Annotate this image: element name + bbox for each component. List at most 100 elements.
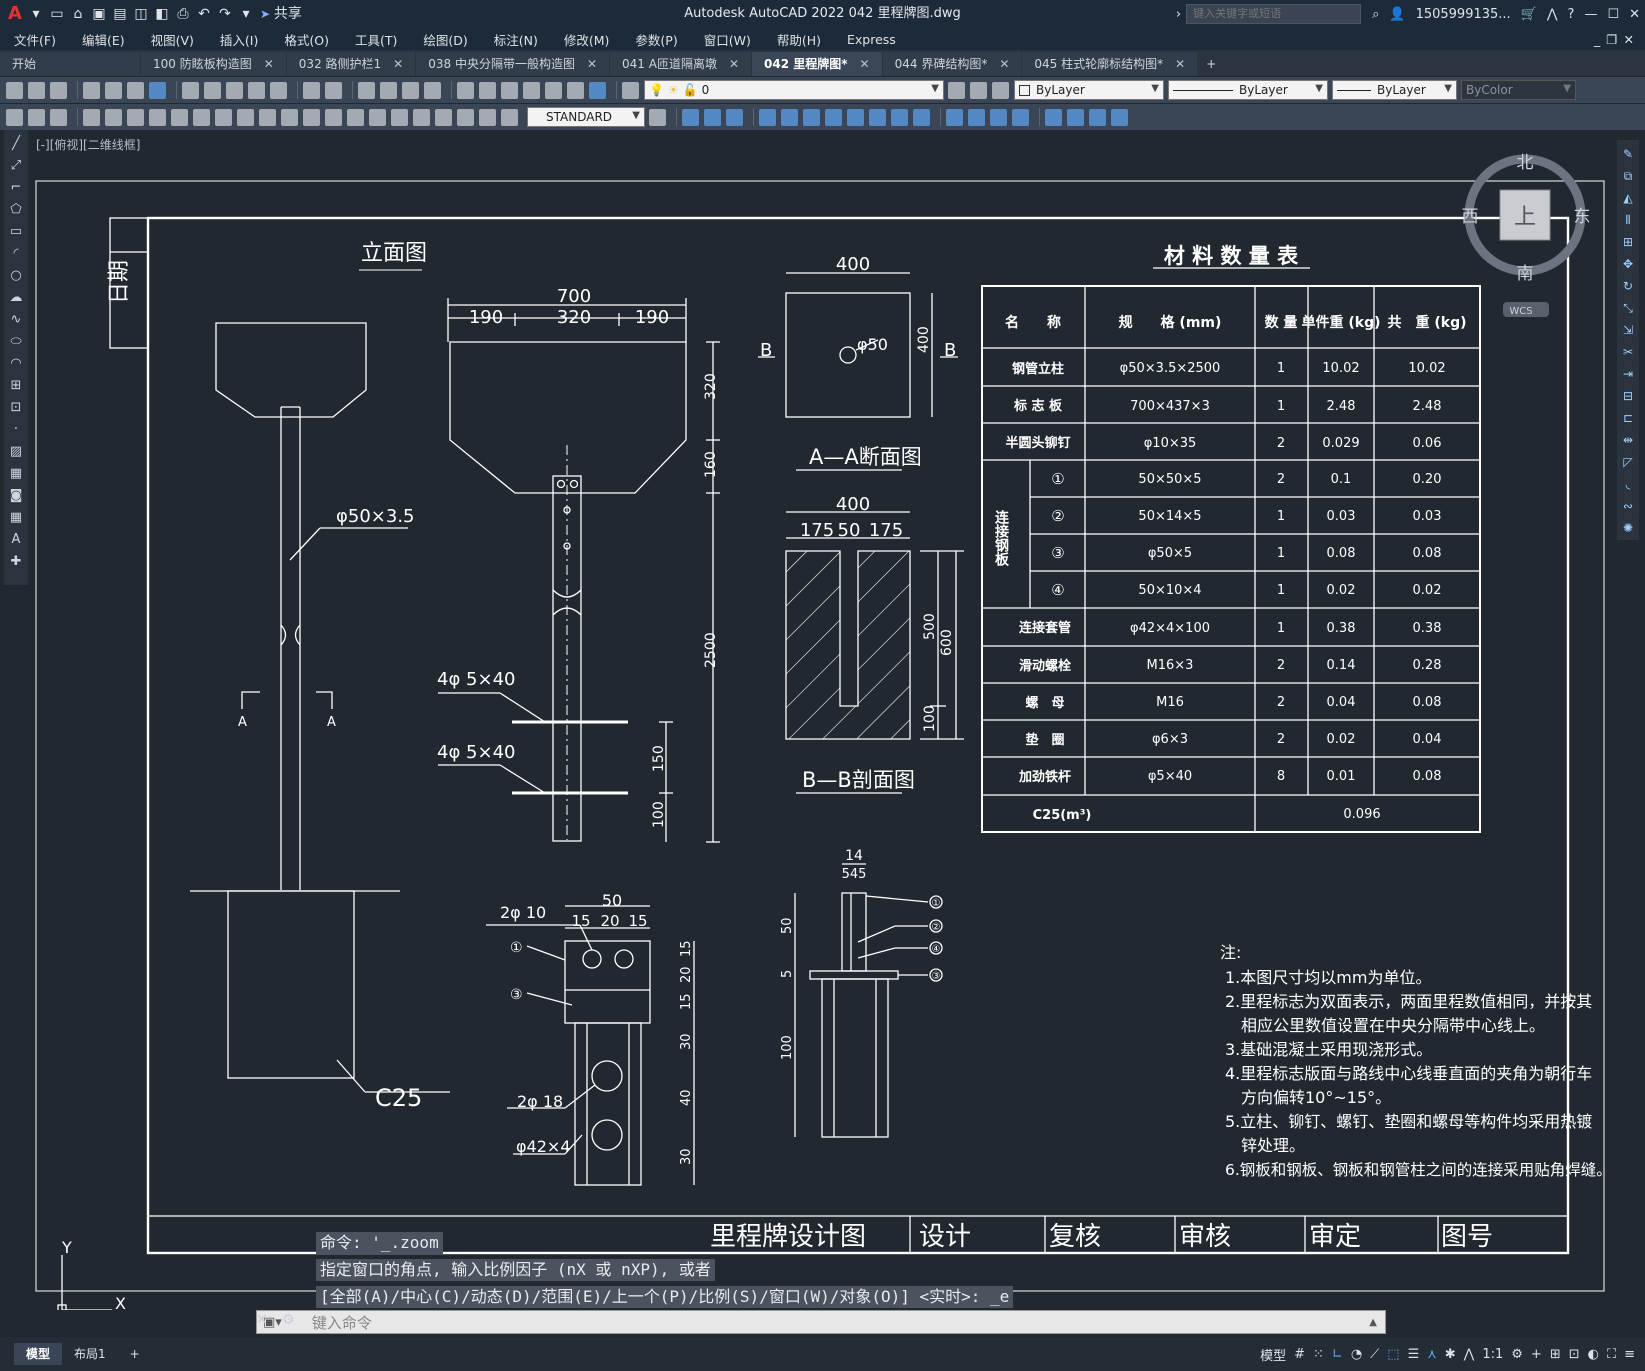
pan-icon[interactable] xyxy=(358,81,375,99)
tab-start[interactable]: 开始 xyxy=(0,52,140,76)
isodraft-icon[interactable]: ⟋ xyxy=(1370,1346,1380,1362)
tab-100[interactable]: 100 防眩板构造图✕ xyxy=(141,52,286,76)
mirror-icon[interactable]: ◭ xyxy=(1623,191,1633,205)
tolerance-icon[interactable] xyxy=(369,108,386,126)
dim-diameter-icon[interactable] xyxy=(215,108,232,126)
close-icon[interactable]: ✕ xyxy=(1629,6,1640,22)
tab-close-icon[interactable]: ✕ xyxy=(999,57,1010,71)
redo-icon[interactable]: ↷ xyxy=(219,6,231,22)
tab-044[interactable]: 044 界碑结构图*✕ xyxy=(882,52,1022,76)
properties-icon[interactable] xyxy=(457,81,474,99)
dim-space-icon[interactable] xyxy=(325,108,342,126)
arc-icon[interactable]: ◜ xyxy=(13,246,19,261)
model-space-label[interactable]: 模型 xyxy=(1260,1348,1287,1364)
dim-jogged-icon[interactable] xyxy=(193,108,210,126)
table-icon[interactable]: ▦ xyxy=(9,510,23,525)
tab-045[interactable]: 045 柱式轮廓标结构图*✕ xyxy=(1022,52,1198,76)
erase-icon[interactable]: ✎ xyxy=(1622,147,1634,161)
viewport-poly-icon[interactable] xyxy=(1089,108,1106,126)
construction-line-icon[interactable]: ⤢ xyxy=(10,158,22,173)
tab-041[interactable]: 041 A匝道隔离墩✕ xyxy=(610,52,752,76)
polar-icon[interactable]: ◔ xyxy=(1350,1346,1363,1362)
break-icon[interactable]: ⊏ xyxy=(1622,411,1634,425)
sheet-set-icon[interactable] xyxy=(523,81,540,99)
menu-express[interactable]: Express xyxy=(846,31,896,47)
menu-format[interactable]: 格式(O) xyxy=(284,32,329,48)
block-editor-icon[interactable] xyxy=(270,81,287,99)
isolate-icon[interactable]: ◐ xyxy=(1587,1346,1599,1362)
rectangle-icon[interactable]: ▭ xyxy=(9,224,23,239)
auto-scale-icon[interactable]: ✱ xyxy=(1444,1346,1456,1362)
menu-tools[interactable]: 工具(T) xyxy=(354,32,398,48)
dim-angular-icon[interactable] xyxy=(237,108,254,126)
ucs-origin-icon[interactable] xyxy=(891,108,908,126)
explode-icon[interactable]: ✺ xyxy=(1622,521,1634,535)
user-name[interactable]: 1505999135... xyxy=(1415,6,1511,22)
open-web-icon[interactable]: ◫ xyxy=(134,6,148,22)
add-selected-icon[interactable]: ✚ xyxy=(10,554,22,569)
autocad-logo[interactable]: A xyxy=(8,3,22,24)
menu-parametric[interactable]: 参数(P) xyxy=(635,32,678,48)
cut-icon[interactable] xyxy=(182,81,199,99)
redo-icon[interactable] xyxy=(325,81,342,99)
saveas-icon[interactable]: ▤ xyxy=(113,6,127,22)
command-close-icon[interactable]: ✕ xyxy=(256,1312,268,1328)
inspection-icon[interactable] xyxy=(413,108,430,126)
layer-current-icon[interactable] xyxy=(948,81,965,99)
tool-palette-icon[interactable] xyxy=(501,81,518,99)
ucs-world-icon[interactable] xyxy=(781,108,798,126)
center-mark-icon[interactable] xyxy=(391,108,408,126)
tab-038[interactable]: 038 中央分隔带一般构造图✕ xyxy=(416,52,610,76)
annotation-scale-icon[interactable]: ⋀ xyxy=(1463,1346,1475,1362)
units-icon[interactable]: ⊞ xyxy=(1549,1346,1561,1362)
chamfer-icon[interactable]: ◸ xyxy=(1623,455,1633,469)
menu-insert[interactable]: 插入(I) xyxy=(219,32,259,48)
join-icon[interactable]: ⇹ xyxy=(1622,433,1634,447)
line-icon[interactable]: ╱ xyxy=(12,136,20,151)
publish-icon[interactable] xyxy=(127,81,144,99)
menu-draw[interactable]: 绘图(D) xyxy=(423,32,468,48)
quick-dim-icon[interactable] xyxy=(259,108,276,126)
wrench-icon[interactable]: ⚙ xyxy=(282,1312,295,1328)
search-input[interactable] xyxy=(1186,4,1362,24)
minimize-icon[interactable]: — xyxy=(1584,6,1598,22)
hardware-accel-icon[interactable]: ⊡ xyxy=(1568,1346,1580,1362)
insert-block-icon[interactable]: ⊞ xyxy=(10,378,22,393)
snap-icon[interactable]: ⁙ xyxy=(1313,1346,1324,1362)
dim-radius-icon[interactable] xyxy=(171,108,188,126)
gear-icon[interactable]: ⚙ xyxy=(1511,1346,1523,1362)
copy-icon[interactable] xyxy=(204,81,221,99)
plus-icon[interactable]: + xyxy=(1530,1346,1542,1362)
rotate-icon[interactable]: ↻ xyxy=(1622,279,1634,293)
dim-style-icon[interactable] xyxy=(649,108,666,126)
new-tab-button[interactable]: + xyxy=(1206,57,1217,71)
ucs-icon[interactable] xyxy=(759,108,776,126)
layer-combo[interactable]: 💡☀🔓0▼ xyxy=(644,80,944,100)
viewcube[interactable]: 上 北 南 东 西 WCS xyxy=(1462,153,1591,317)
blend-icon[interactable]: ∾ xyxy=(1622,499,1634,513)
realistic-icon[interactable] xyxy=(990,108,1007,126)
ucs-zaxis-icon[interactable] xyxy=(913,108,930,126)
viewcube-east[interactable]: 东 xyxy=(1574,207,1591,227)
save-web-icon[interactable]: ◧ xyxy=(155,6,169,22)
stretch-icon[interactable]: ⇲ xyxy=(1622,323,1634,337)
hidden-icon[interactable] xyxy=(968,108,985,126)
dim-ordinate-icon[interactable] xyxy=(149,108,166,126)
color-combo[interactable]: ByLayer▼ xyxy=(1014,80,1164,100)
qnew-icon[interactable] xyxy=(6,81,23,99)
dim-text-edit-icon[interactable] xyxy=(479,108,496,126)
trim-icon[interactable]: ✂ xyxy=(1622,345,1634,359)
save-icon[interactable] xyxy=(50,81,67,99)
viewport-icon[interactable] xyxy=(1045,108,1062,126)
viewcube-west[interactable]: 西 xyxy=(1462,207,1479,227)
viewcube-north[interactable]: 北 xyxy=(1517,153,1534,173)
conceptual-icon[interactable] xyxy=(1012,108,1029,126)
help-icon[interactable] xyxy=(589,81,606,99)
view-left-icon[interactable] xyxy=(726,108,743,126)
user-icon[interactable]: 👤 xyxy=(1389,6,1406,22)
viewport-scale-icon[interactable] xyxy=(1111,108,1128,126)
preview-icon[interactable] xyxy=(105,81,122,99)
paste-icon[interactable] xyxy=(226,81,243,99)
scale-value[interactable]: 1:1 xyxy=(1482,1346,1504,1362)
menu-help[interactable]: 帮助(H) xyxy=(776,32,821,48)
